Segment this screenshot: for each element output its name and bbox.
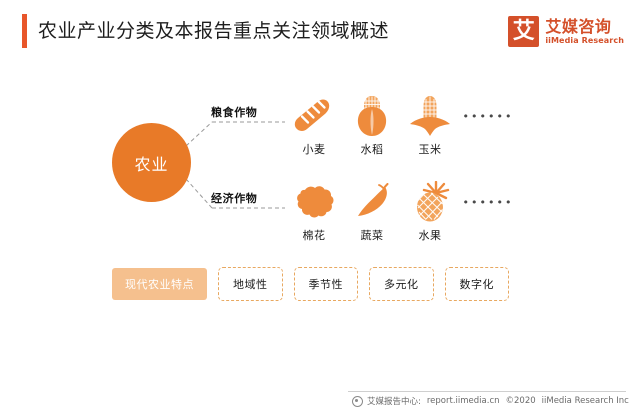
hub-node-agriculture: 农业 xyxy=(112,123,191,202)
rice-icon xyxy=(349,94,395,138)
crop-item: 棉花 xyxy=(285,180,343,243)
title-accent-bar xyxy=(22,14,27,48)
page-header: 农业产业分类及本报告重点关注领域概述 艾 艾媒咨询 iiMedia Resear… xyxy=(0,0,638,62)
crop-row-cash: 棉花 蔬菜 xyxy=(285,180,517,243)
brand-logo: 艾 艾媒咨询 iiMedia Research xyxy=(508,16,624,47)
chili-pepper-icon xyxy=(349,180,395,224)
more-indicator-cash: •••••• xyxy=(462,195,514,209)
feature-chip-diversified[interactable]: 多元化 xyxy=(369,267,434,301)
footer-content: 艾媒报告中心: report.iimedia.cn ©2020 iiMedia … xyxy=(352,395,631,407)
crop-item: 蔬菜 xyxy=(343,180,401,243)
feature-heading-badge: 现代农业特点 xyxy=(112,268,207,300)
crop-row-food: 小麦 xyxy=(285,94,517,157)
corn-icon xyxy=(407,94,453,138)
hub-label: 农业 xyxy=(134,154,169,174)
feature-row: 现代农业特点 地域性 季节性 多元化 数字化 xyxy=(112,267,509,301)
logo-mark-icon: 艾 xyxy=(508,16,540,47)
page-title: 农业产业分类及本报告重点关注领域概述 xyxy=(38,20,390,42)
logo-name-en: iiMedia Research xyxy=(545,35,624,45)
logo-text: 艾媒咨询 iiMedia Research xyxy=(545,18,624,46)
pineapple-icon xyxy=(407,180,453,224)
crop-item: 水果 xyxy=(401,180,459,243)
feature-chip-digital[interactable]: 数字化 xyxy=(444,267,509,301)
footer-source-label: 艾媒报告中心: xyxy=(367,397,421,407)
branch-label-food-crops: 粮食作物 xyxy=(211,106,258,119)
crop-name: 玉米 xyxy=(418,143,442,156)
crop-item: 小麦 xyxy=(285,94,343,157)
crop-name: 水稻 xyxy=(360,143,384,156)
connector-diagonal-top xyxy=(185,121,213,147)
feature-chip-regional[interactable]: 地域性 xyxy=(218,267,283,301)
crop-name: 小麦 xyxy=(302,143,326,156)
crop-item: 玉米 xyxy=(401,94,459,157)
footer-copyright: ©2020 xyxy=(505,396,536,406)
branch-label-cash-crops: 经济作物 xyxy=(211,192,258,205)
crop-name: 水果 xyxy=(418,229,442,242)
page-footer: 艾媒报告中心: report.iimedia.cn ©2020 iiMedia … xyxy=(0,391,638,415)
footer-divider xyxy=(348,391,626,392)
feature-chip-seasonal[interactable]: 季节性 xyxy=(293,267,358,301)
footer-globe-icon xyxy=(352,395,363,407)
more-indicator-food: •••••• xyxy=(462,109,514,123)
cotton-icon xyxy=(291,180,337,224)
bread-icon xyxy=(291,94,337,138)
footer-url[interactable]: report.iimedia.cn xyxy=(426,396,500,406)
crop-name: 蔬菜 xyxy=(360,229,384,242)
footer-company: iiMedia Research Inc xyxy=(541,396,629,406)
crop-item: 水稻 xyxy=(343,94,401,157)
logo-name-cn: 艾媒咨询 xyxy=(545,16,612,36)
diagram-canvas: 农业 粮食作物 经济作物 小麦 xyxy=(0,62,638,382)
crop-name: 棉花 xyxy=(302,229,326,242)
connector-diagonal-bottom xyxy=(185,178,213,209)
